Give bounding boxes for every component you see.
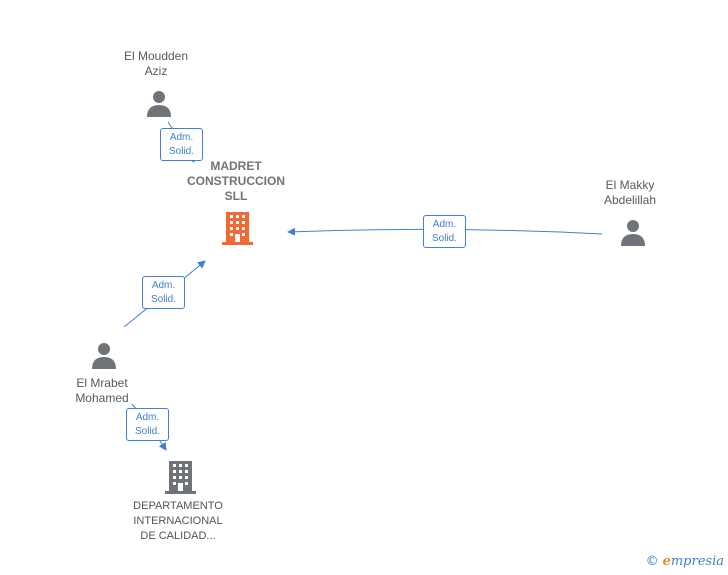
main-company-label[interactable]: MADRET CONSTRUCCION SLL [187,159,285,203]
person-label-el-moudden[interactable]: El Moudden Aziz [123,49,189,78]
empresia-logo[interactable]: ©empresia [646,554,724,569]
person-icon[interactable] [621,220,645,246]
company-label-departamento[interactable]: DEPARTAMENTO INTERNACIONAL DE CALIDAD... [133,500,223,542]
building-icon[interactable] [222,212,253,245]
brand-name: mpresia [670,554,724,569]
building-icon[interactable] [165,461,196,494]
person-icon[interactable] [92,343,116,369]
edge-badge-departamento[interactable]: Adm. Solid. [126,408,169,441]
person-icon[interactable] [147,91,171,117]
brand-initial: e [662,554,671,569]
person-label-el-makky[interactable]: El Makky Abdelillah [603,178,657,207]
person-label-el-mrabet[interactable]: El Mrabet Mohamed [75,376,129,405]
copyright-symbol: © [645,554,659,569]
edge-badge-makky[interactable]: Adm. Solid. [423,215,466,248]
edge-badge-moudden[interactable]: Adm. Solid. [160,128,203,161]
edge-badge-mrabet[interactable]: Adm. Solid. [142,276,185,309]
